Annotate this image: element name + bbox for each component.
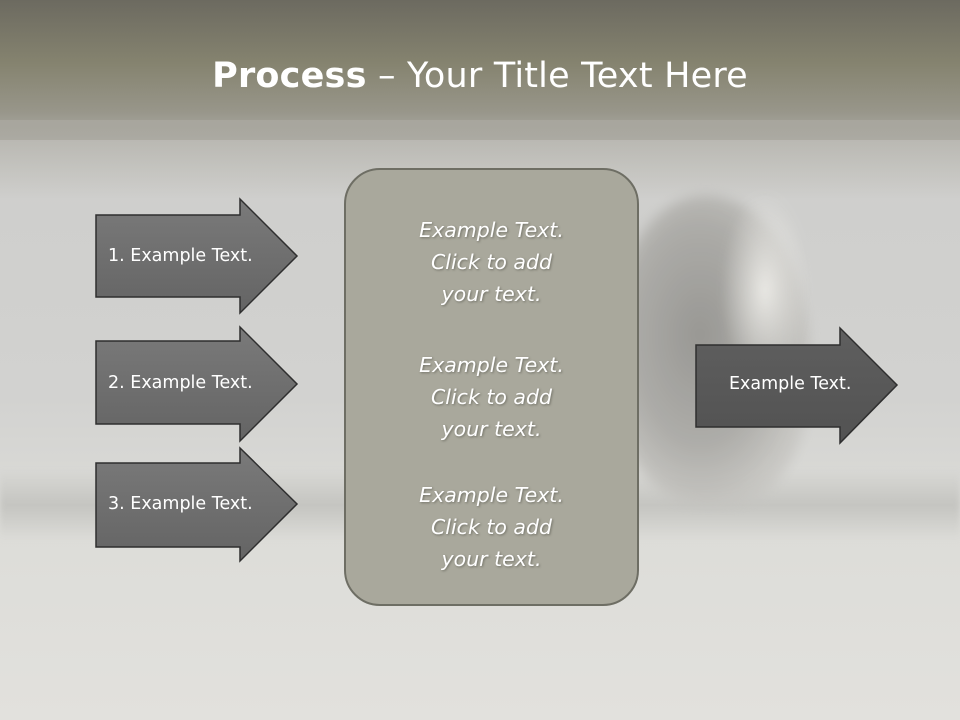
center-block-2-line-2: Click to add — [430, 385, 553, 409]
arrow-shape-icon — [95, 197, 299, 315]
arrow-shape-icon — [95, 446, 299, 563]
left-arrow-1[interactable]: 1. Example Text. — [95, 197, 299, 315]
left-arrow-1-label: 1. Example Text. — [108, 246, 253, 266]
center-block-2: Example Text. Click to add your text. — [346, 349, 637, 445]
title-separator: – — [366, 56, 407, 96]
center-block-1-line-2: Click to add — [430, 250, 553, 274]
left-arrow-3-label: 3. Example Text. — [108, 494, 253, 514]
center-block-2-line-1: Example Text. — [419, 353, 564, 377]
left-arrow-3[interactable]: 3. Example Text. — [95, 446, 299, 563]
center-block-3-line-3: your text. — [441, 547, 542, 571]
title-bold: Process — [212, 56, 367, 96]
left-arrow-2-label: 2. Example Text. — [108, 373, 253, 393]
center-block-3: Example Text. Click to add your text. — [346, 479, 637, 575]
center-block-2-line-3: your text. — [441, 417, 542, 441]
arrow-shape-icon — [95, 325, 299, 443]
center-block-3-line-1: Example Text. — [419, 483, 564, 507]
slide-title[interactable]: Process – Your Title Text Here — [0, 52, 960, 100]
right-arrow[interactable]: Example Text. — [695, 326, 899, 445]
arrow-shape-icon — [695, 326, 899, 445]
left-arrow-2[interactable]: 2. Example Text. — [95, 325, 299, 443]
center-block-1-line-1: Example Text. — [419, 218, 564, 242]
center-block-1: Example Text. Click to add your text. — [346, 214, 637, 310]
center-block-3-line-2: Click to add — [430, 515, 553, 539]
right-arrow-label: Example Text. — [729, 374, 852, 394]
title-band — [0, 0, 960, 140]
title-rest: Your Title Text Here — [406, 56, 748, 96]
center-text-box[interactable]: Example Text. Click to add your text. Ex… — [344, 168, 639, 606]
center-block-1-line-3: your text. — [441, 282, 542, 306]
